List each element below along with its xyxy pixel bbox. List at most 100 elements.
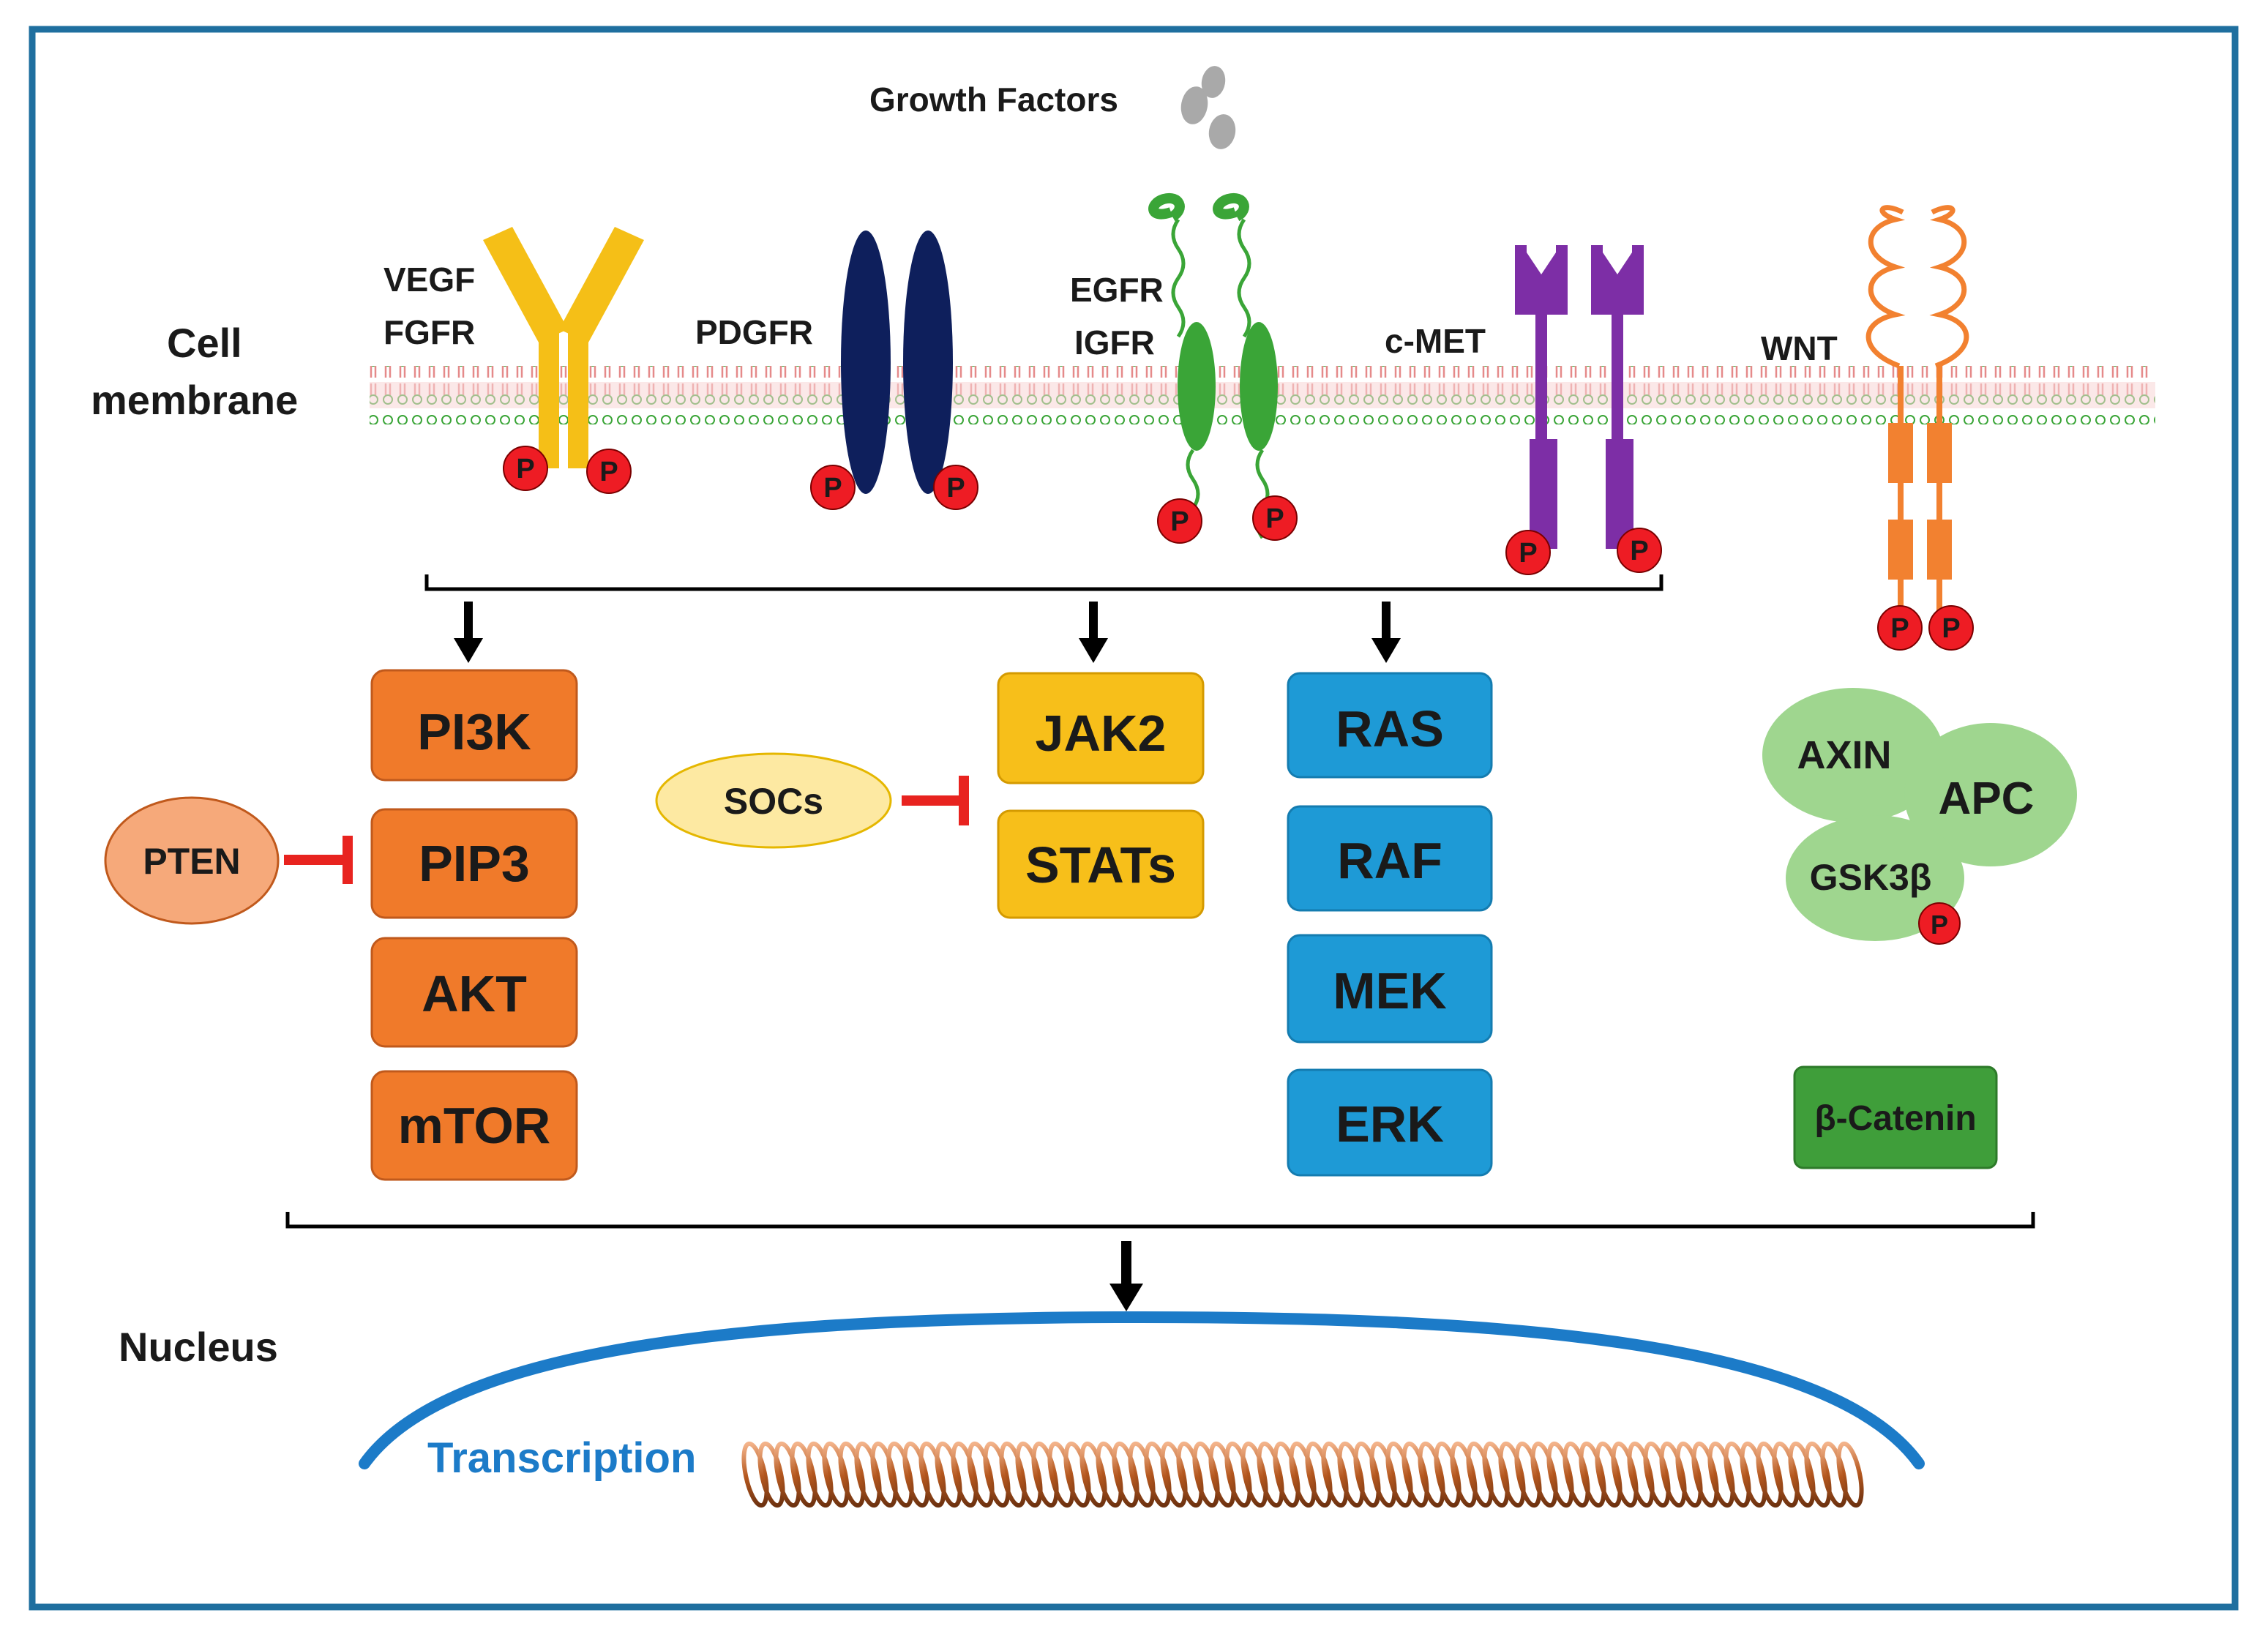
raf-box: RAF bbox=[1287, 805, 1493, 912]
wnt-label: WNT bbox=[1761, 329, 1838, 367]
dna-coil-loop bbox=[1466, 1441, 1494, 1508]
svg-text:JAK2: JAK2 bbox=[1036, 705, 1167, 762]
dna-coil-loop bbox=[1112, 1441, 1139, 1508]
dna-coil-loop bbox=[1079, 1441, 1107, 1508]
pathway-arrows bbox=[454, 602, 1401, 663]
phospho-vegf-right: P bbox=[586, 449, 632, 494]
ras-box: RAS bbox=[1287, 672, 1493, 779]
nuclear-envelope bbox=[359, 1311, 1925, 1469]
dna-coil-loop bbox=[1305, 1441, 1333, 1508]
dna-coil-loop bbox=[790, 1441, 817, 1508]
igfr-label: IGFR bbox=[1074, 323, 1155, 362]
transcription-label: Transcription bbox=[427, 1434, 696, 1482]
dna-coil-loop bbox=[1772, 1441, 1800, 1508]
dna-coil-loop bbox=[1337, 1441, 1365, 1508]
dna-coil-loop bbox=[967, 1441, 995, 1508]
dna-coil-loop bbox=[1756, 1441, 1784, 1508]
phospho-pdgfr-left: P bbox=[810, 465, 856, 510]
dna-coil-loop bbox=[902, 1441, 930, 1508]
wnt-receptor bbox=[1865, 205, 1969, 611]
dna-coil-loop bbox=[1353, 1441, 1381, 1508]
vegf-label: VEGF bbox=[383, 261, 475, 299]
svg-text:P: P bbox=[1265, 503, 1284, 534]
dna-coil-loop bbox=[854, 1441, 882, 1508]
dna-coil-loop bbox=[806, 1441, 834, 1508]
dna-coil-loop bbox=[1498, 1441, 1526, 1508]
dna-coil-loop bbox=[951, 1441, 978, 1508]
destruction-complex: AXIN APC GSK3β P bbox=[1762, 688, 2077, 945]
dna-coil bbox=[741, 1441, 1864, 1508]
egfr-igfr-receptor bbox=[1148, 192, 1278, 539]
arrow-to-nucleus bbox=[1109, 1241, 1143, 1311]
stats-box: STATs bbox=[997, 809, 1205, 919]
dna-coil-loop bbox=[1804, 1441, 1832, 1508]
growth-factor-particles bbox=[1180, 66, 1236, 149]
receptor-bracket bbox=[424, 574, 1663, 591]
fgfr-label: FGFR bbox=[383, 313, 475, 351]
dna-coil-loop bbox=[1836, 1441, 1864, 1508]
dna-coil-loop bbox=[1273, 1441, 1300, 1508]
dna-coil-loop bbox=[1450, 1441, 1478, 1508]
dna-coil-loop bbox=[1385, 1441, 1413, 1508]
svg-text:MEK: MEK bbox=[1333, 962, 1447, 1019]
phospho-cmet-left: P bbox=[1505, 530, 1551, 575]
dna-coil-loop bbox=[918, 1441, 946, 1508]
dna-coil-loop bbox=[1015, 1441, 1043, 1508]
dna-coil-loop bbox=[870, 1441, 898, 1508]
dna-coil-loop bbox=[1659, 1441, 1687, 1508]
membrane-label: membrane bbox=[91, 377, 298, 423]
phospho-cmet-right: P bbox=[1617, 528, 1662, 573]
dna-coil-loop bbox=[774, 1441, 801, 1508]
apc-node bbox=[1904, 723, 2077, 866]
pten-node: PTEN bbox=[104, 796, 280, 925]
svg-text:P: P bbox=[1170, 506, 1189, 537]
pathway-bracket bbox=[285, 1212, 2035, 1229]
dna-coil-loop bbox=[1707, 1441, 1735, 1508]
cell-label: Cell bbox=[167, 320, 242, 366]
dna-coil-loop bbox=[1627, 1441, 1655, 1508]
dna-coil-loop bbox=[1192, 1441, 1220, 1508]
nucleus-label: Nucleus bbox=[119, 1324, 278, 1370]
pten-inhibition-symbol bbox=[284, 836, 353, 884]
growth-factors-label: Growth Factors bbox=[869, 80, 1118, 119]
dna-coil-loop bbox=[1047, 1441, 1075, 1508]
dna-coil-loop bbox=[1257, 1441, 1284, 1508]
svg-text:SOCs: SOCs bbox=[724, 781, 823, 822]
dna-coil-loop bbox=[1096, 1441, 1123, 1508]
svg-text:PI3K: PI3K bbox=[417, 703, 531, 760]
socs-node: SOCs bbox=[655, 752, 892, 849]
dna-coil-loop bbox=[1820, 1441, 1848, 1508]
dna-coil-loop bbox=[1579, 1441, 1606, 1508]
svg-text:STATs: STATs bbox=[1025, 836, 1176, 894]
dna-coil-loop bbox=[1675, 1441, 1703, 1508]
arrow-to-ras bbox=[1371, 602, 1401, 663]
phospho-egfr-left: P bbox=[1157, 498, 1202, 544]
dna-coil-loop bbox=[1224, 1441, 1252, 1508]
svg-text:P: P bbox=[1630, 536, 1648, 566]
svg-text:P: P bbox=[1890, 613, 1909, 644]
svg-text:ERK: ERK bbox=[1336, 1095, 1444, 1153]
arrow-to-pi3k bbox=[454, 602, 483, 663]
dna-coil-loop bbox=[1240, 1441, 1268, 1508]
svg-text:PTEN: PTEN bbox=[143, 841, 240, 882]
svg-text:AXIN: AXIN bbox=[1797, 733, 1891, 777]
socs-inhibition-symbol bbox=[902, 776, 969, 825]
dna-coil-loop bbox=[1031, 1441, 1059, 1508]
dna-coil-loop bbox=[1514, 1441, 1542, 1508]
svg-text:P: P bbox=[823, 473, 842, 503]
jak-stat-pathway: JAK2 STATs bbox=[997, 672, 1205, 919]
egfr-label: EGFR bbox=[1070, 271, 1164, 309]
dna-coil-loop bbox=[1611, 1441, 1639, 1508]
dna-coil-loop bbox=[1401, 1441, 1429, 1508]
svg-text:P: P bbox=[1942, 613, 1960, 644]
ras-pathway: RAS RAF MEK ERK bbox=[1287, 672, 1493, 1177]
dna-coil-loop bbox=[1144, 1441, 1172, 1508]
dna-coil-loop bbox=[1418, 1441, 1445, 1508]
cmet-receptor bbox=[1515, 245, 1644, 549]
mek-box: MEK bbox=[1287, 934, 1493, 1044]
dna-coil-loop bbox=[1482, 1441, 1510, 1508]
beta-catenin-box: β-Catenin bbox=[1793, 1065, 1998, 1169]
mtor-box: mTOR bbox=[370, 1070, 578, 1181]
pi3k-pathway: PI3K PIP3 AKT mTOR bbox=[370, 669, 578, 1181]
